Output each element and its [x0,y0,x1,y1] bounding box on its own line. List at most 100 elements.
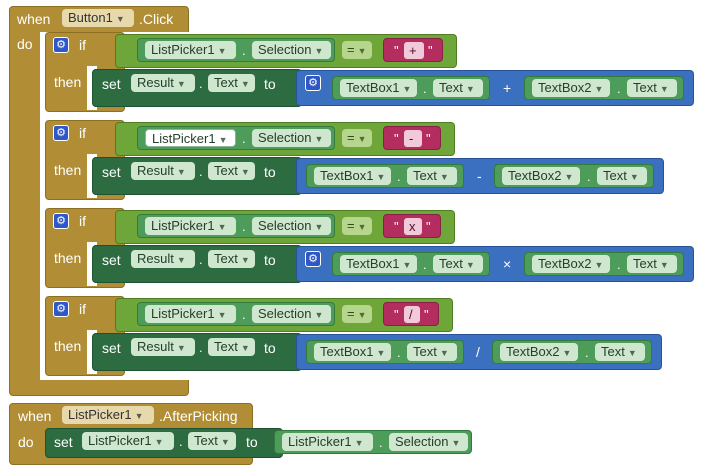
chevron-down-icon: ▼ [240,255,250,265]
operand-b-getter[interactable]: TextBox2▼ . Text▼ [524,252,684,276]
property-dropdown[interactable]: Text▼ [627,79,677,97]
open-quote: " [394,219,399,234]
text-literal-block[interactable]: " + " [383,38,443,62]
component-dropdown[interactable]: TextBox1▼ [314,343,391,361]
property-dropdown[interactable]: Text▼ [407,167,457,185]
property-dropdown[interactable]: Text▼ [407,343,457,361]
dot-separator: . [242,131,246,146]
text-literal-value[interactable]: / [404,306,420,323]
text-literal-value[interactable]: + [404,42,424,59]
property-dropdown[interactable]: Selection▼ [252,41,331,59]
component-dropdown[interactable]: ListPicker1▼ [145,217,236,235]
component-dropdown[interactable]: TextBox2▼ [532,255,610,273]
event-component-dropdown[interactable]: ListPicker1▼ [62,406,154,424]
target-property-dropdown[interactable]: Text▼ [208,250,255,268]
compare-operator-dropdown[interactable]: =▼ [342,217,372,235]
gear-icon[interactable]: ⚙ [53,301,69,317]
component-dropdown[interactable]: TextBox2▼ [502,167,580,185]
operand-b-getter[interactable]: TextBox2▼ . Text▼ [494,164,654,188]
compare-operator-dropdown[interactable]: =▼ [342,129,372,147]
chevron-down-icon: ▼ [659,84,669,94]
text-literal-block[interactable]: " / " [383,302,439,326]
set-result-text-block[interactable] [92,333,302,371]
component-dropdown[interactable]: ListPicker1▼ [145,41,236,59]
text-literal-value[interactable]: x [404,218,422,235]
component-dropdown[interactable]: ListPicker1▼ [145,305,236,323]
target-component-dropdown[interactable]: Result▼ [131,250,195,268]
property-dropdown[interactable]: Text▼ [595,343,645,361]
operand-b-getter[interactable]: TextBox2▼ . Text▼ [524,76,684,100]
property-label: Text [214,163,238,178]
listpicker1-selection-getter[interactable]: ListPicker1▼ . Selection▼ [137,214,335,238]
set-keyword: set [54,434,73,450]
target-component-dropdown[interactable]: Result▼ [131,74,195,92]
chevron-down-icon: ▼ [564,172,574,182]
chevron-down-icon: ▼ [594,260,604,270]
do-keyword: do [18,434,34,450]
property-label: Text [603,168,627,183]
component-label: Result [137,251,174,266]
gear-icon[interactable]: ⚙ [305,251,321,267]
operand-a-getter[interactable]: TextBox1▼ . Text▼ [332,76,490,100]
component-dropdown[interactable]: TextBox1▼ [340,255,417,273]
property-label: Text [413,344,437,359]
component-dropdown[interactable]: ListPicker1▼ [282,433,373,451]
chevron-down-icon: ▼ [314,310,324,320]
component-dropdown[interactable]: TextBox2▼ [500,343,578,361]
target-property-dropdown[interactable]: Text▼ [208,162,255,180]
listpicker1-selection-getter[interactable]: ListPicker1▼ . Selection▼ [274,430,472,454]
dot-separator: . [585,345,589,360]
property-dropdown[interactable]: Text▼ [433,255,483,273]
property-dropdown[interactable]: Text▼ [597,167,647,185]
component-dropdown[interactable]: TextBox2▼ [532,79,610,97]
set-result-text-block[interactable] [92,69,302,107]
compare-operator-label: = [347,130,355,145]
set-result-text-block[interactable] [92,157,302,195]
property-dropdown[interactable]: Selection▼ [252,305,331,323]
component-dropdown[interactable]: ListPicker1▼ [145,129,236,147]
target-property-dropdown[interactable]: Text▼ [208,74,255,92]
property-dropdown[interactable]: Selection▼ [252,217,331,235]
chevron-down-icon: ▼ [659,260,669,270]
dot-separator: . [379,435,383,450]
target-component-dropdown[interactable]: Result▼ [131,338,195,356]
target-component-dropdown[interactable]: ListPicker1▼ [82,432,174,450]
chevron-down-icon: ▼ [357,310,367,320]
listpicker1-selection-getter[interactable]: ListPicker1▼ . Selection▼ [137,126,335,150]
property-dropdown[interactable]: Selection▼ [252,129,331,147]
set-keyword: set [102,76,121,92]
component-dropdown[interactable]: TextBox1▼ [314,167,391,185]
chevron-down-icon: ▼ [402,260,412,270]
property-dropdown[interactable]: Text▼ [627,255,677,273]
chevron-down-icon: ▼ [465,84,475,94]
property-dropdown[interactable]: Text▼ [433,79,483,97]
component-dropdown[interactable]: TextBox1▼ [340,79,417,97]
property-dropdown[interactable]: Selection▼ [389,433,468,451]
dot-separator: . [199,164,203,179]
text-literal-value[interactable]: - [404,130,422,147]
gear-icon[interactable]: ⚙ [305,75,321,91]
target-property-dropdown[interactable]: Text▼ [188,432,236,450]
chevron-down-icon: ▼ [220,437,230,447]
target-property-dropdown[interactable]: Text▼ [208,338,255,356]
operand-a-getter[interactable]: TextBox1▼ . Text▼ [306,164,464,188]
chevron-down-icon: ▼ [357,46,367,56]
operand-a-getter[interactable]: TextBox1▼ . Text▼ [332,252,490,276]
gear-icon[interactable]: ⚙ [53,125,69,141]
gear-icon[interactable]: ⚙ [53,213,69,229]
text-literal-block[interactable]: " - " [383,126,441,150]
operand-b-getter[interactable]: TextBox2▼ . Text▼ [492,340,652,364]
compare-operator-dropdown[interactable]: =▼ [342,41,372,59]
operand-a-getter[interactable]: TextBox1▼ . Text▼ [306,340,464,364]
listpicker1-selection-getter[interactable]: ListPicker1▼ . Selection▼ [137,38,335,62]
compare-operator-dropdown[interactable]: =▼ [342,305,372,323]
gear-icon[interactable]: ⚙ [53,37,69,53]
event-component-dropdown[interactable]: Button1▼ [62,9,134,27]
target-component-dropdown[interactable]: Result▼ [131,162,195,180]
component-label: TextBox2 [508,168,562,183]
text-literal-block[interactable]: " x " [383,214,441,238]
component-label: TextBox1 [346,80,400,95]
set-result-text-block[interactable] [92,245,302,283]
listpicker1-selection-getter[interactable]: ListPicker1▼ . Selection▼ [137,302,335,326]
chevron-down-icon: ▼ [376,348,386,358]
